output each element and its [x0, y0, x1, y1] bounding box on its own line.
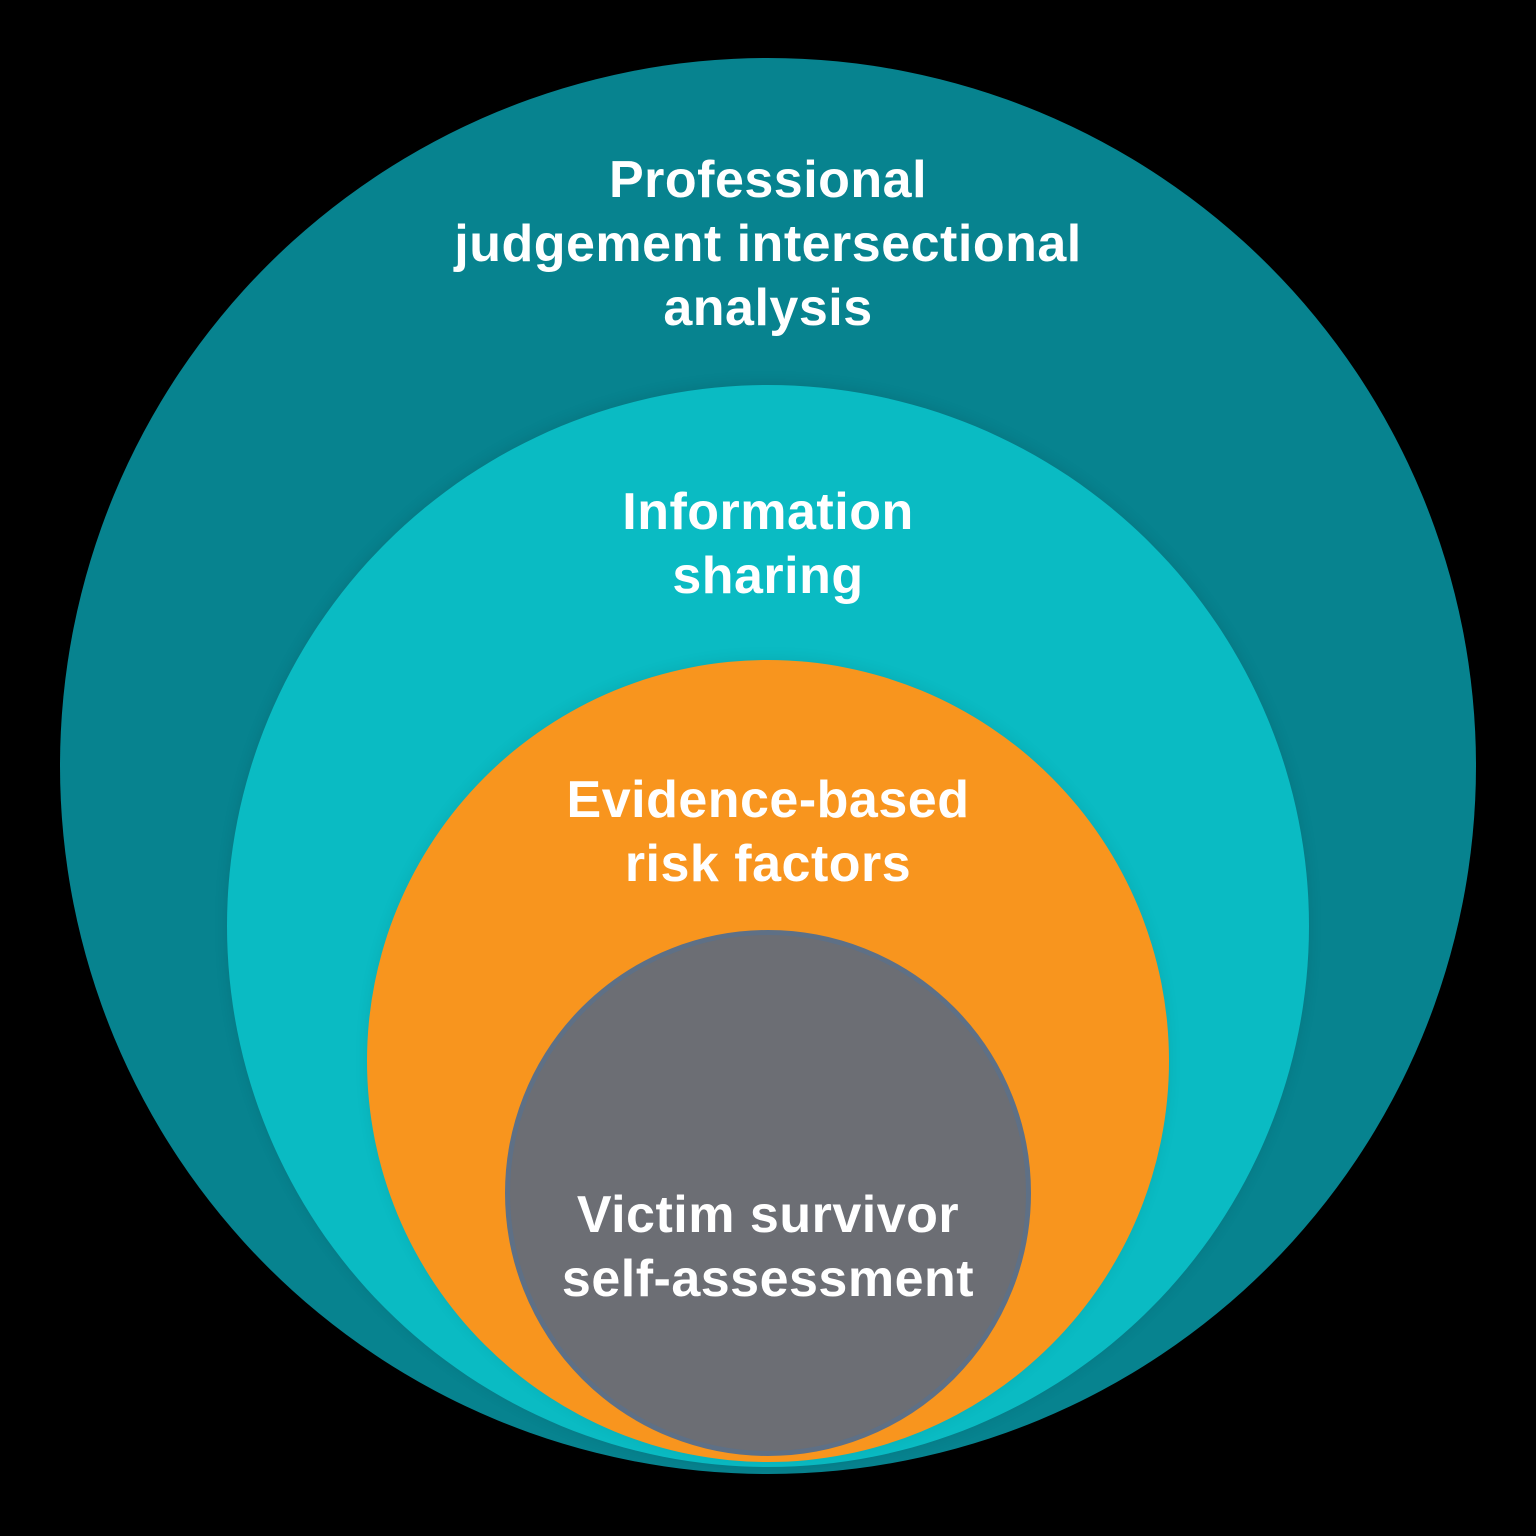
label-line: Information	[622, 483, 914, 541]
label-line: analysis	[663, 279, 873, 337]
label-information-sharing: Information sharing	[0, 480, 1536, 608]
label-line: self-assessment	[561, 1250, 975, 1308]
label-line: Evidence-based	[566, 771, 970, 829]
label-evidence-based-risk-factors: Evidence-based risk factors	[0, 768, 1536, 896]
label-line: judgement intersectional	[454, 215, 1082, 273]
label-line: sharing	[672, 547, 864, 605]
label-victim-survivor-self-assessment: Victim survivor self-assessment	[0, 1183, 1536, 1311]
label-professional-judgement-intersectional-analysis: Professional judgement intersectional anal…	[0, 148, 1536, 340]
label-line: risk factors	[624, 835, 912, 893]
label-line: Professional	[608, 151, 928, 209]
ring-victim-survivor-self-assessment-circle	[505, 930, 1031, 1456]
label-line: Victim survivor	[576, 1186, 960, 1244]
